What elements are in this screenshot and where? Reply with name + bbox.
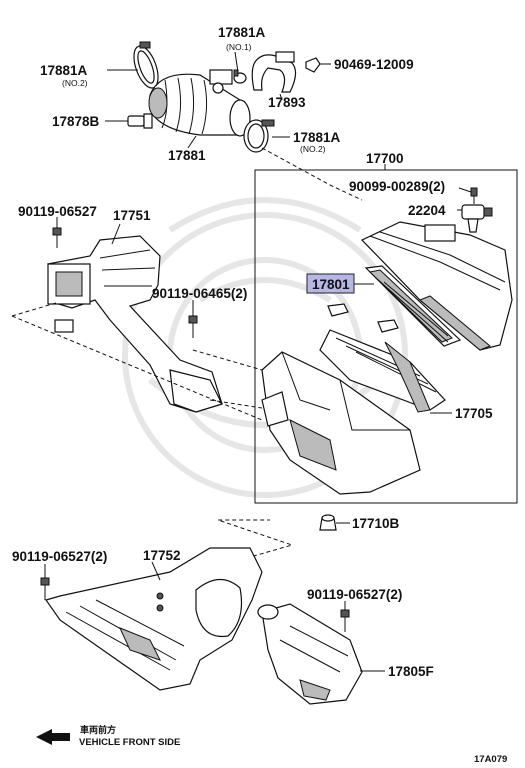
clamp-17881a-no2-right[interactable]	[243, 119, 275, 153]
note-17881a-no2-left: (NO.2)	[62, 78, 88, 88]
clip-17801	[327, 303, 399, 333]
diagram-code: 17A079	[474, 754, 507, 765]
resonator-17805f[interactable]	[257, 603, 363, 705]
label-90469-12009: 90469-12009	[334, 57, 414, 72]
leader-lines	[44, 51, 472, 672]
label-17751: 17751	[113, 208, 151, 223]
bolt-90119-06527-right[interactable]	[340, 609, 350, 632]
sensor-22204[interactable]	[461, 204, 493, 233]
highlight-17801	[306, 273, 355, 294]
air-cleaner-cap-17700[interactable]	[360, 221, 513, 351]
screw-90099-00289[interactable]	[470, 187, 478, 204]
label-17705: 17705	[455, 406, 493, 421]
direction-text: VEHICLE FRONT SIDE	[79, 737, 180, 748]
filter-element-17801[interactable]	[364, 265, 462, 347]
label-90099-00289: 90099-00289(2)	[349, 179, 445, 194]
duct-17752[interactable]	[45, 547, 263, 691]
clip-90469-12009[interactable]	[305, 57, 321, 73]
label-17878b: 17878B	[52, 114, 100, 129]
label-90119-06527-left: 90119-06527(2)	[12, 549, 107, 564]
bolt-90119-06527-top[interactable]	[52, 227, 62, 248]
label-22204: 22204	[408, 203, 446, 218]
label-17881: 17881	[168, 148, 206, 163]
direction-cjk: 車両前方	[80, 724, 116, 736]
intake-hose-17881[interactable]	[148, 69, 251, 137]
bolt-90119-06527-left[interactable]	[40, 577, 50, 600]
front-arrow-icon	[36, 729, 70, 745]
duct-17751[interactable]	[47, 235, 223, 413]
label-90119-06527-top: 90119-06527	[18, 204, 97, 219]
label-17700: 17700	[366, 151, 404, 166]
front-direction-indicator: 車両前方 VEHICLE FRONT SIDE	[36, 724, 180, 748]
assembly-frame-17700	[254, 169, 518, 504]
label-17881a-no2-left: 17881A	[40, 63, 88, 78]
sensor-17878b[interactable]	[127, 113, 153, 129]
label-17752: 17752	[143, 548, 181, 563]
note-17881a-no1: (NO.1)	[226, 42, 252, 52]
label-17801: 17801	[312, 277, 350, 292]
label-17805f: 17805F	[388, 664, 434, 679]
label-17710b: 17710B	[352, 516, 400, 531]
grommet-17710b[interactable]	[319, 514, 337, 531]
label-17881a-no2-right: 17881A	[293, 130, 341, 145]
label-17893: 17893	[268, 95, 306, 110]
label-90119-06527-right: 90119-06527(2)	[307, 587, 402, 602]
note-17881a-no2-right: (NO.2)	[300, 144, 326, 154]
label-17881a-no1: 17881A	[218, 25, 266, 40]
case-17705[interactable]	[319, 329, 446, 413]
clamp-17881a-no2-left[interactable]	[129, 41, 163, 91]
label-90119-06465: 90119-06465(2)	[152, 286, 247, 301]
bolt-90119-06465[interactable]	[188, 315, 198, 338]
hose-17893[interactable]	[251, 51, 297, 93]
clamp-17881a-no1[interactable]	[233, 69, 247, 84]
case-lower-17700[interactable]	[261, 351, 421, 495]
